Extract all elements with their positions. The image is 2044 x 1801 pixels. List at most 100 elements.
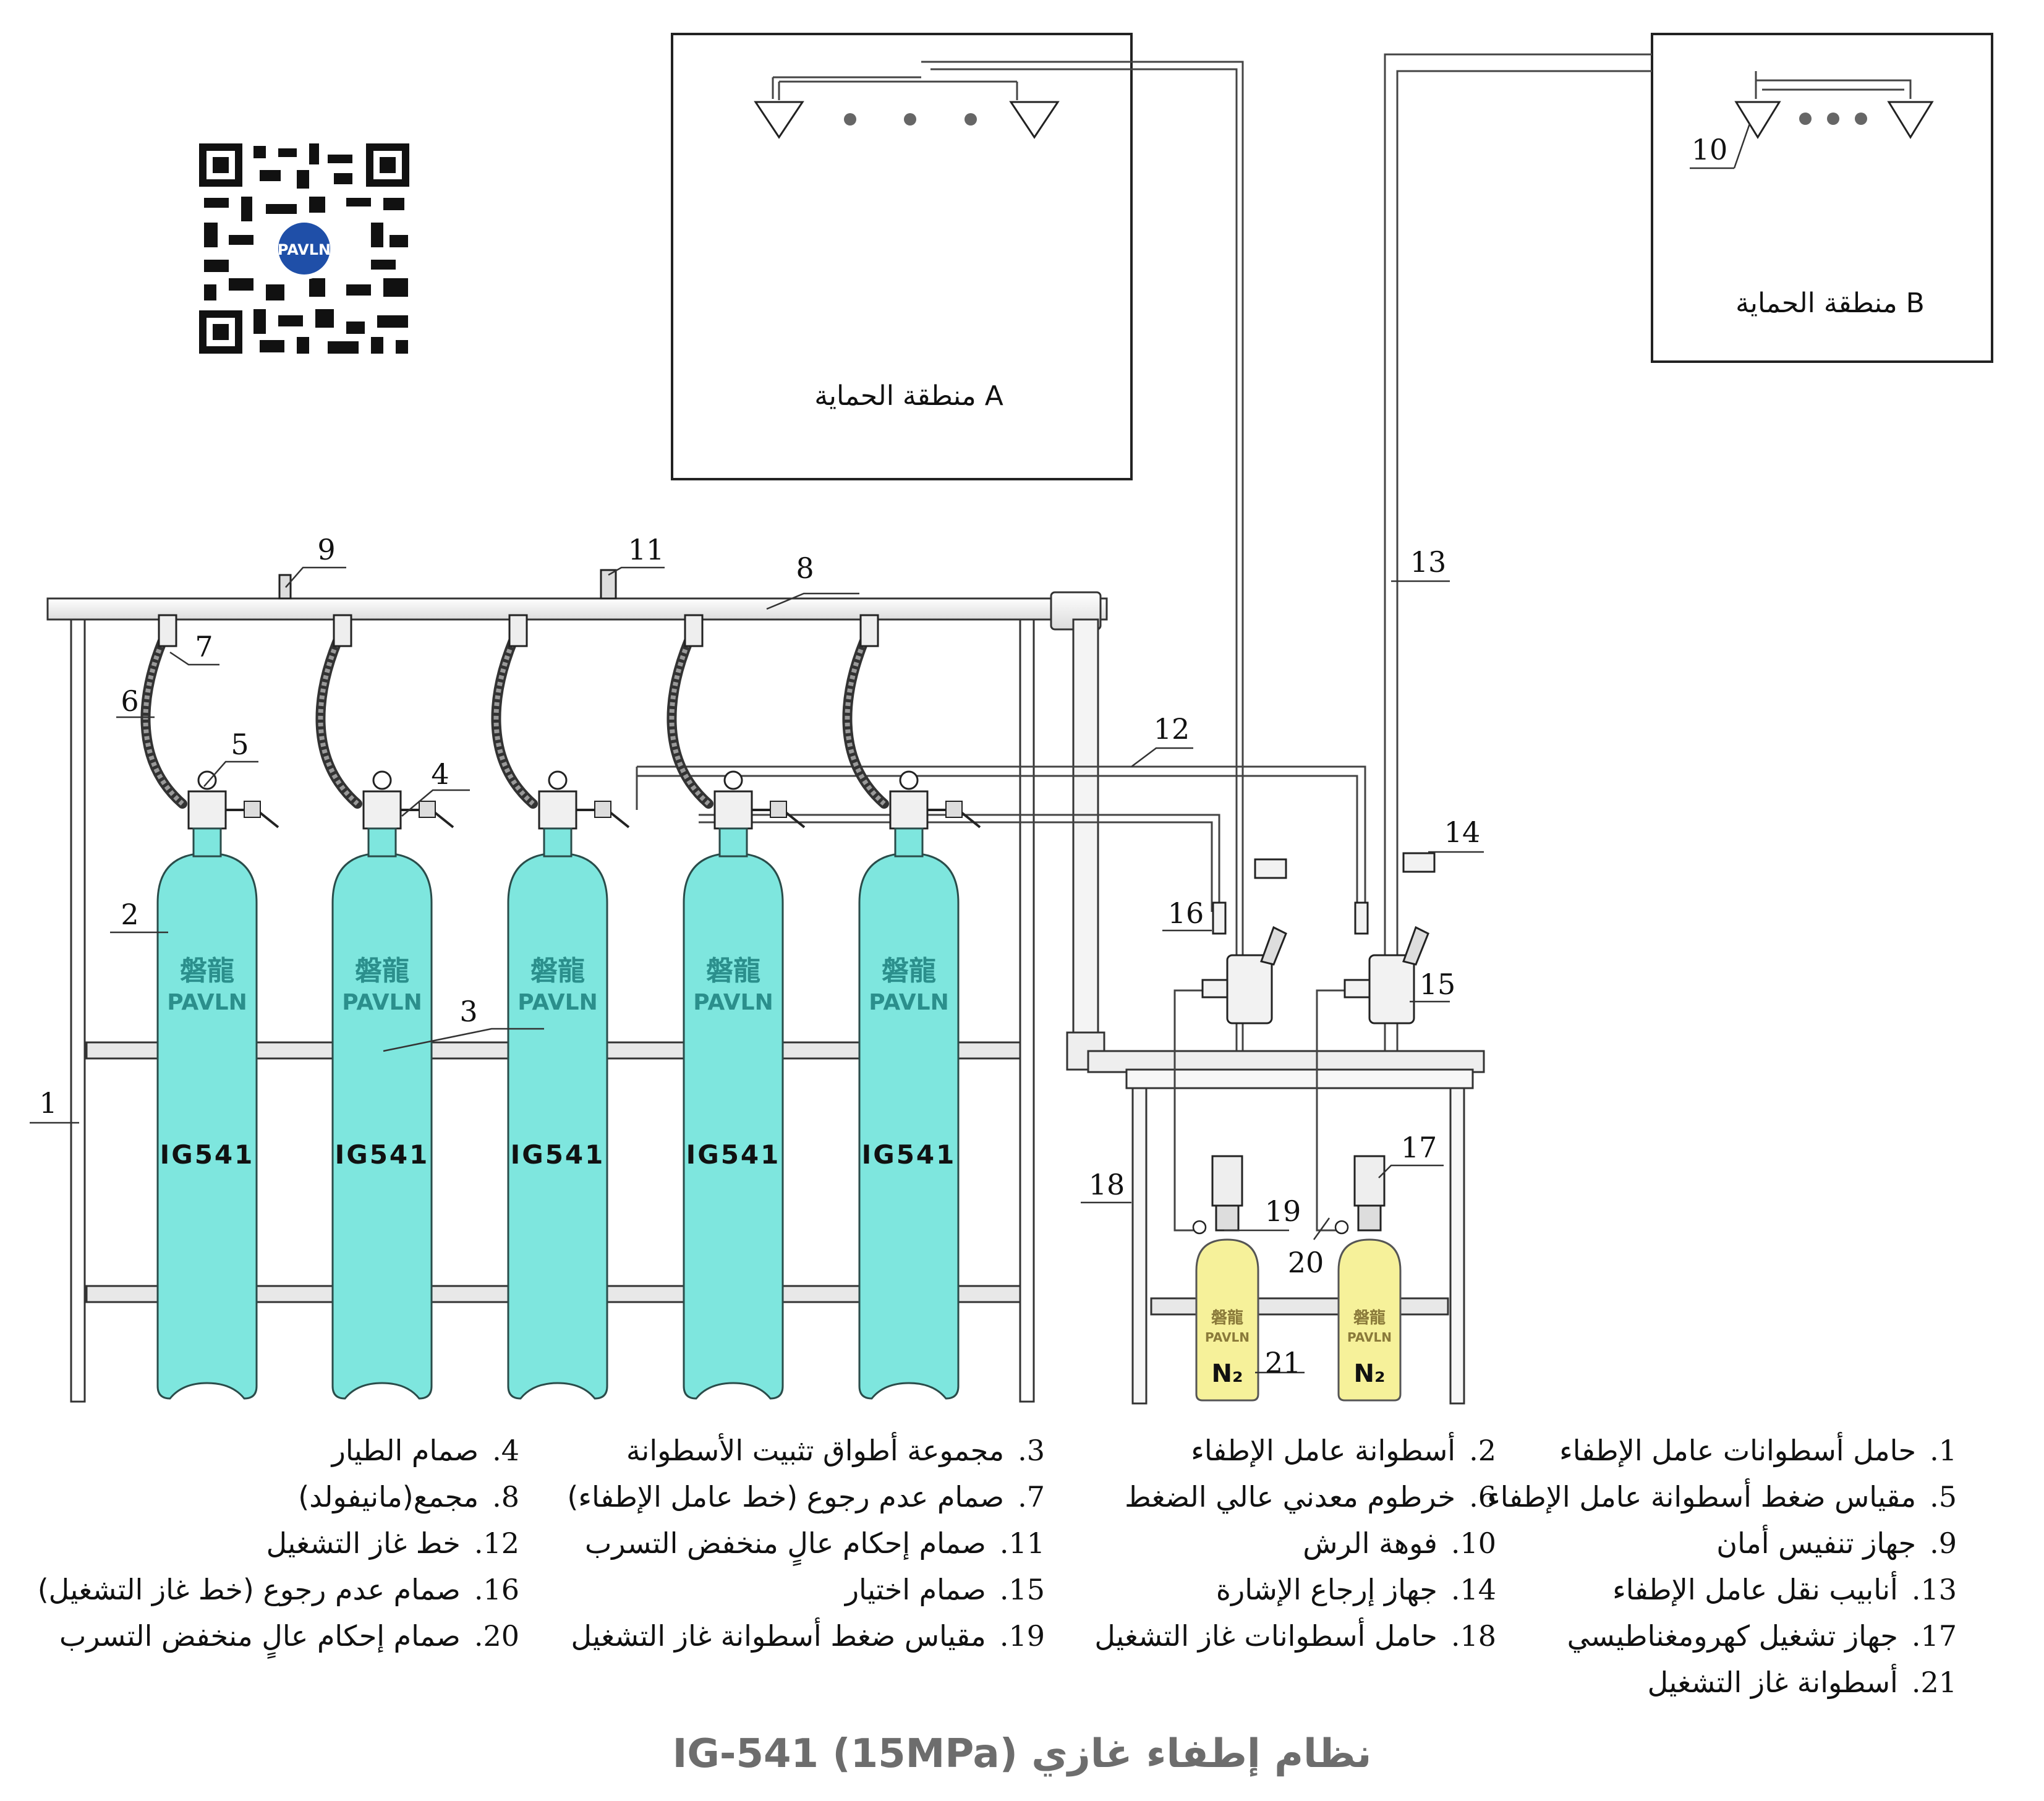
hose-braid — [143, 629, 184, 806]
protection-zone-b-box — [1651, 33, 1993, 363]
cylinder-neck — [367, 827, 397, 858]
cylinder-body — [507, 852, 608, 1400]
legend-text: فوهة الرش — [1303, 1526, 1437, 1560]
brand-en-label: PAVLN — [517, 990, 597, 1015]
legend-item: 19.مقياس ضغط أسطوانة غاز التشغيل — [571, 1619, 1045, 1653]
legend-item: 18.حامل أسطوانات غاز التشغيل — [1094, 1619, 1496, 1653]
legend-text: جهاز تنفيس أمان — [1716, 1526, 1917, 1560]
legend-number: 4. — [492, 1434, 519, 1467]
legend-text: صمام الطيار — [331, 1434, 479, 1467]
brand-cn-label: 磐龍 — [530, 955, 585, 987]
legend-text: مجموعة أطواق تثبيت الأسطوانة — [626, 1434, 1005, 1467]
legend-text: خط غاز التشغيل — [266, 1526, 461, 1560]
qr-logo-text: PAVLN — [278, 241, 331, 258]
callout-6: 6 — [121, 684, 138, 718]
zone-b-nozzles — [1384, 53, 1934, 1051]
pilot-valve-head — [1215, 1204, 1240, 1232]
legend-number: 13. — [1911, 1573, 1957, 1606]
cylinder-valve — [362, 790, 402, 830]
qr-code: PAVLN — [199, 143, 409, 354]
legend-text: صمام اختيار — [845, 1573, 986, 1606]
callout-13: 13 — [1410, 545, 1447, 579]
brand-en-label: PAVLN — [869, 990, 948, 1015]
legend-number: 12. — [474, 1526, 519, 1560]
pressure-gauge — [723, 770, 743, 790]
callout-numbers: 1 2 3 4 5 6 7 8 9 10 11 12 13 14 15 16 1… — [39, 133, 1727, 1379]
callout-21: 21 — [1265, 1346, 1301, 1379]
agent-tag-label: IG541 — [335, 1139, 430, 1170]
check-valve — [333, 614, 352, 647]
hose-braid — [845, 629, 886, 806]
callout-8: 8 — [796, 551, 814, 585]
brand-en-label: PAVLN — [342, 990, 422, 1015]
hose — [491, 626, 538, 809]
cylinder-body — [331, 852, 433, 1400]
legend-item: 16. صمام عدم رجوع (خط غاز التشغيل) — [38, 1572, 519, 1607]
cylinder-valve — [187, 790, 227, 830]
pressure-gauge — [548, 770, 568, 790]
cylinder-valve — [713, 790, 753, 830]
agent-cylinders: 磐龍PAVLNIG541磐龍PAVLNIG541磐龍PAVLNIG541磐龍PA… — [140, 614, 981, 1400]
legend-item: 17.جهاز تشغيل كهرومغناطيسي — [1567, 1619, 1957, 1653]
selector-valves — [1201, 852, 1436, 1024]
legend-text: أنابيب نقل عامل الإطفاء — [1612, 1573, 1898, 1606]
zone-a-nozzles — [754, 61, 1244, 1051]
cylinder-body — [683, 852, 784, 1400]
protection-zone-a-box — [671, 33, 1133, 480]
brand-cn-label: 磐龍 — [355, 955, 409, 987]
legend-item: 5.مقياس ضغط أسطوانة عامل الإطفاء — [1487, 1480, 1957, 1514]
legend-item: 7.صمام عدم رجوع (خط عامل الإطفاء) — [567, 1480, 1045, 1514]
brand-cn-label: 磐龍 — [882, 955, 936, 987]
hose-braid — [669, 629, 710, 806]
legend-text: أسطوانة عامل الإطفاء — [1191, 1434, 1456, 1467]
legend-number: 16. — [474, 1573, 519, 1606]
pilot-valve-body — [770, 801, 787, 818]
legend-text: صمام إحكام عالٍ منخفض التسرب — [59, 1619, 461, 1653]
cylinder-neck — [894, 827, 924, 858]
cylinder-body — [156, 852, 258, 1400]
callout-17: 17 — [1401, 1131, 1437, 1164]
callout-1: 1 — [39, 1086, 57, 1120]
solenoid-actuator — [1353, 1155, 1386, 1207]
legend-number: 8. — [492, 1480, 519, 1514]
legend-number: 14. — [1450, 1573, 1496, 1606]
hose — [842, 626, 889, 809]
callout-4: 4 — [431, 757, 449, 791]
legend-number: 19. — [999, 1619, 1045, 1653]
agent-tag-label: IG541 — [511, 1139, 605, 1170]
pilot-valve-body — [594, 801, 611, 818]
callout-19: 19 — [1265, 1194, 1301, 1228]
pilot-valve-body — [419, 801, 436, 818]
cylinder-neck — [718, 827, 748, 858]
legend-number: 9. — [1930, 1526, 1957, 1560]
legend-item: 1.حامل أسطوانات عامل الإطفاء — [1559, 1433, 1957, 1468]
callout-12: 12 — [1154, 712, 1190, 746]
check-valve — [859, 614, 879, 647]
legend-text: صمام عدم رجوع (خط غاز التشغيل) — [37, 1573, 461, 1606]
legend-text: أسطوانة غاز التشغيل — [1647, 1666, 1898, 1699]
legend-number: 3. — [1018, 1434, 1045, 1467]
pilot-tag-label: N₂ — [1354, 1360, 1386, 1388]
zone-a-label: منطقة الحماية A — [814, 380, 1003, 412]
hose — [666, 626, 713, 809]
callout-3: 3 — [459, 995, 477, 1028]
hose — [315, 626, 362, 809]
pressure-gauge — [899, 770, 919, 790]
legend-item: 15.صمام اختيار — [845, 1572, 1045, 1607]
callout-15: 15 — [1420, 968, 1456, 1001]
legend-text: مقياس ضغط أسطوانة عامل الإطفاء — [1487, 1480, 1917, 1514]
agent-cylinder: 磐龍 PAVLN IG541 — [315, 614, 454, 1400]
check-valve — [508, 614, 528, 647]
legend-number: 6. — [1469, 1480, 1496, 1514]
cylinder-body — [858, 852, 960, 1400]
agent-tag-label: IG541 — [160, 1139, 255, 1170]
legend-text: خرطوم معدني عالي الضغط — [1125, 1480, 1456, 1514]
zone-b-label: منطقة الحماية B — [1735, 287, 1925, 319]
brand-en-label: PAVLN — [167, 990, 247, 1015]
check-valve — [684, 614, 704, 647]
